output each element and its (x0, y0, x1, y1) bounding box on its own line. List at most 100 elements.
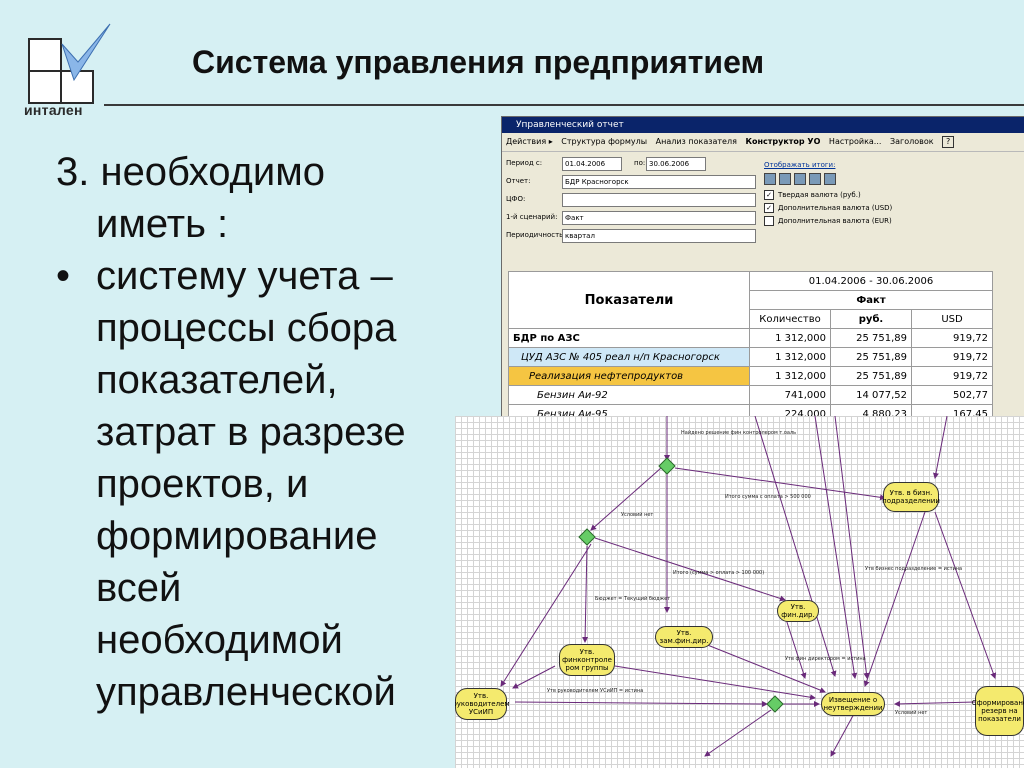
menu-indicator-analysis[interactable]: Анализ показателя (655, 137, 737, 146)
edge-label: Утв руководителем УСиИП = истина (547, 688, 644, 694)
period-to-field[interactable]: 30.06.2006 (646, 157, 706, 171)
menu-report-designer[interactable]: Конструктор УО (745, 137, 821, 146)
slide-title: Система управления предприятием (192, 44, 765, 80)
cell-usd: 919,72 (911, 328, 993, 348)
scenario-field[interactable]: Факт (562, 211, 756, 225)
checkbox-checked-icon: ✓ (764, 203, 774, 213)
node-approve-head[interactable]: Утв. руководителем УСиИП (455, 688, 510, 720)
toolbar-icon[interactable] (779, 173, 791, 185)
totals-checkbox[interactable]: ✓ Дополнительная валюта (USD) (764, 202, 1024, 215)
row-name: БДР по АЗС (508, 328, 750, 348)
node-form-reserve[interactable]: Сформировано резерв на показатели (972, 686, 1024, 736)
bullet-line: необходимой (96, 618, 343, 662)
edge-label: Бюджет = Текущий бюджет (595, 596, 671, 602)
periodicity-label: Периодичность: (506, 231, 566, 239)
body-line: иметь : (96, 202, 229, 246)
checkbox-label: Дополнительная валюта (EUR) (778, 217, 892, 225)
row-name: Реализация нефтепродуктов (508, 366, 750, 386)
node-approve-fin-director[interactable]: Утв. фин.дир. (777, 600, 819, 622)
row-name: ЦУД АЗС № 405 реал н/п Красногорск (508, 347, 750, 367)
arrow-down-icon[interactable] (809, 173, 821, 185)
cell-qty: 1 312,000 (749, 366, 831, 386)
bullet-line: всей (96, 566, 182, 610)
period-to-label: по: (634, 159, 646, 167)
menu-settings[interactable]: Настройка... (828, 137, 882, 146)
column-header-scenario: Факт (749, 290, 993, 310)
menu-header[interactable]: Заголовок (889, 137, 934, 146)
table-header-row: Показатели 01.04.2006 - 30.06.2006 (508, 271, 993, 329)
row-name: Бензин Аи-92 (508, 385, 750, 405)
edge-label: Итого (сумма > оплата > 100 000) (673, 570, 765, 576)
cell-usd: 502,77 (911, 385, 993, 405)
edge-label: Утв фин директором = истина (785, 656, 866, 662)
period-from-field[interactable]: 01.04.2006 (562, 157, 622, 171)
bullet-line: формирование (96, 514, 378, 558)
decision-diamond (578, 457, 784, 713)
bullet-line: затрат в разрезе (96, 410, 406, 454)
checkbox-label: Дополнительная валюта (USD) (778, 204, 893, 212)
report-screenshot: Управленческий отчет Действия ▸ Структур… (501, 116, 1024, 421)
cell-rub: 25 751,89 (830, 366, 912, 386)
logo-text: интален (24, 102, 83, 118)
help-icon[interactable]: ? (942, 136, 955, 148)
cell-usd: 919,72 (911, 366, 993, 386)
cell-qty: 1 312,000 (749, 347, 831, 367)
report-menubar: Действия ▸ Структура формулы Анализ пока… (502, 133, 1024, 152)
cfo-field[interactable] (562, 193, 756, 207)
table-row[interactable]: БДР по АЗС 1 312,000 25 751,89 919,72 (508, 328, 993, 348)
totals-checkbox[interactable]: Дополнительная валюта (EUR) (764, 215, 1024, 228)
column-header: руб. (830, 309, 912, 329)
table-row[interactable]: ЦУД АЗС № 405 реал н/п Красногорск 1 312… (508, 347, 993, 367)
checkbox-label: Твердая валюта (руб.) (778, 191, 861, 199)
bullet-line: проектов, и (96, 462, 309, 506)
menu-actions[interactable]: Действия ▸ (506, 137, 553, 146)
column-header: USD (911, 309, 993, 329)
report-form: Период с: 01.04.2006 по: 30.06.2006 Отче… (506, 157, 766, 267)
options-toolbar (764, 173, 1024, 187)
bullet-item: • систему учета – процессы сбора показат… (56, 250, 456, 718)
totals-header: Отображать итоги: (764, 161, 836, 169)
period-label: Период с: (506, 159, 543, 167)
slide-body: 3. необходимо иметь : • систему учета – … (56, 146, 456, 718)
toolbar-icon[interactable] (824, 173, 836, 185)
bullet-line: систему учета – (96, 254, 393, 298)
edge-label: Условий нет (895, 710, 928, 716)
cell-usd: 919,72 (911, 347, 993, 367)
edge-label: Итого сумма с оплата > 500 000 (725, 494, 811, 500)
arrow-up-icon[interactable] (794, 173, 806, 185)
diagram-connectors (500, 416, 997, 757)
cell-rub: 25 751,89 (830, 328, 912, 348)
bullet-line: управленческой (96, 670, 396, 714)
bullet-line: показателей, (96, 358, 338, 402)
report-label: Отчет: (506, 177, 531, 185)
table-row[interactable]: Бензин Аи-92 741,000 14 077,52 502,77 (508, 385, 993, 405)
column-header-indicators: Показатели (508, 271, 750, 329)
toolbar-icon[interactable] (764, 173, 776, 185)
report-field[interactable]: БДР Красногорск (562, 175, 756, 189)
cell-qty: 1 312,000 (749, 328, 831, 348)
cell-rub: 14 077,52 (830, 385, 912, 405)
checkbox-checked-icon: ✓ (764, 190, 774, 200)
process-diagram: Утв. в бизн. подразделении Утв. фин.дир.… (455, 416, 1024, 768)
checkbox-unchecked-icon (764, 216, 774, 226)
column-header-period: 01.04.2006 - 30.06.2006 (749, 271, 993, 291)
node-notify[interactable]: Извещение о неутверждении (821, 692, 885, 716)
periodicity-field[interactable]: квартал (562, 229, 756, 243)
edge-label: Найдено решение фин контролером т.оаль (681, 430, 797, 436)
totals-checkbox[interactable]: ✓ Твердая валюта (руб.) (764, 189, 1024, 202)
edge-label: Утв бизнес подразделение = истина (865, 566, 963, 572)
menu-formula-structure[interactable]: Структура формулы (561, 137, 648, 146)
report-titlebar: Управленческий отчет (502, 117, 1024, 133)
table-row[interactable]: Реализация нефтепродуктов 1 312,000 25 7… (508, 366, 993, 386)
node-approve-division[interactable]: Утв. в бизн. подразделении (882, 482, 940, 512)
edge-label: Условий нет (621, 512, 654, 518)
title-divider (104, 104, 1024, 106)
logo-square (28, 38, 62, 72)
node-approve-deputy[interactable]: Утв. зам.фин.дир. (655, 626, 713, 648)
cell-rub: 25 751,89 (830, 347, 912, 367)
node-approve-controller[interactable]: Утв. финконтроле ром группы (559, 644, 615, 676)
totals-options: Отображать итоги: ✓ Твердая валюта (руб.)… (764, 161, 1024, 228)
logo-checkmark-icon (61, 23, 111, 82)
company-logo: интален (24, 22, 116, 122)
cfo-label: ЦФО: (506, 195, 526, 203)
